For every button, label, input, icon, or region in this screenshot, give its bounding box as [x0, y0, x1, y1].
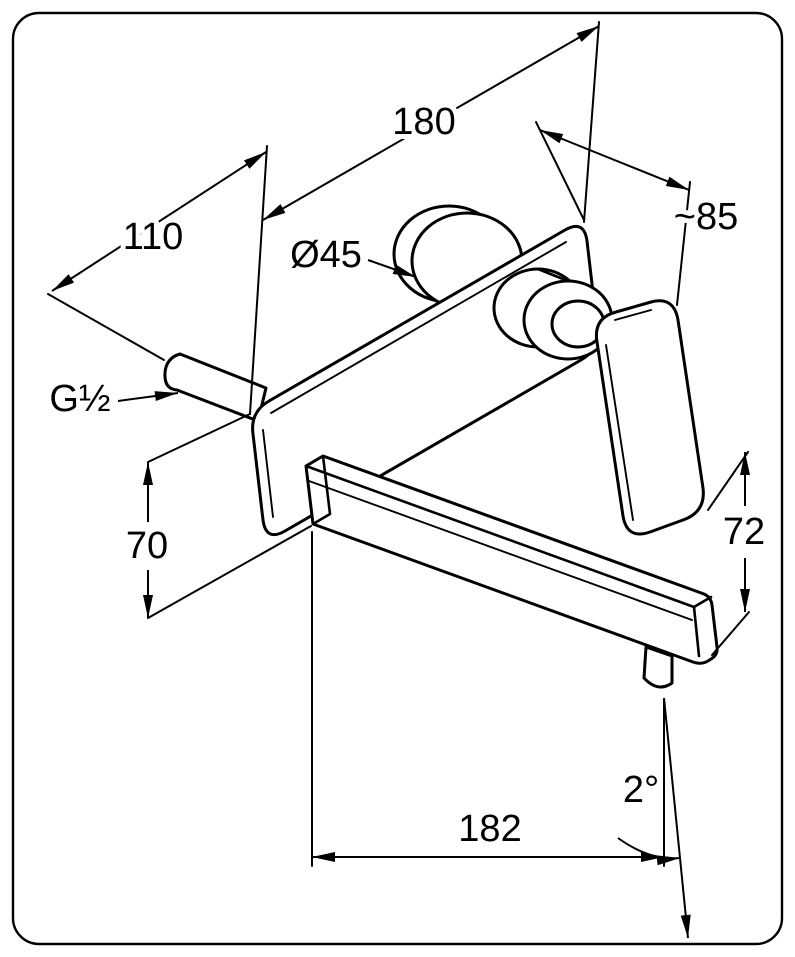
extension-line [249, 145, 268, 415]
dimension-angle-2deg: 2° [617, 697, 691, 939]
extension-line [147, 525, 312, 619]
extension-line [583, 21, 600, 223]
dimension-line-85 [539, 129, 690, 191]
dimension-182: 182 [311, 531, 665, 867]
faucet-illustration [163, 204, 719, 689]
angle-ray-line [663, 697, 691, 939]
dimension-label-d45: Ø45 [290, 234, 362, 276]
dimension-label-70: 70 [126, 525, 168, 567]
dimension-g12-thread: G½ [44, 373, 179, 425]
wall-plate-edge-lines [262, 241, 567, 518]
dimension-diameter-45: Ø45 [285, 229, 417, 281]
supply-pipe [163, 352, 268, 423]
extension-line [147, 413, 251, 463]
leader-line-d45 [367, 259, 417, 278]
spout-body [304, 454, 719, 665]
dimension-label-85: ~85 [674, 196, 738, 238]
extension-line [535, 121, 585, 221]
aerator [642, 645, 674, 689]
drawing-border [11, 11, 784, 946]
lever-handle-edge-lines [605, 309, 652, 521]
dimension-72: 72 [707, 451, 770, 656]
dimension-180: 180 [262, 21, 600, 223]
hub-tangent-top [536, 267, 570, 283]
extension-line [676, 181, 691, 306]
dimension-label-72: 72 [723, 511, 765, 553]
extension-line [711, 611, 750, 656]
extension-line [47, 293, 165, 361]
dimension-label-2deg: 2° [623, 769, 659, 811]
dimension-line-180 [262, 25, 600, 221]
spout-edges [304, 454, 713, 658]
lever-handle [594, 299, 705, 536]
dimension-label-g12: G½ [49, 378, 110, 420]
dimension-label-180: 180 [392, 101, 455, 143]
dimension-label-110: 110 [123, 216, 184, 258]
dimension-line-110 [51, 151, 267, 292]
angle-arc [617, 837, 681, 866]
leader-line-g12 [117, 391, 179, 402]
dimension-70: 70 [121, 413, 312, 619]
dimension-110: 110 [47, 145, 268, 415]
spout-chamfer-line [308, 480, 693, 621]
extension-line [707, 451, 749, 511]
dimension-label-182: 182 [458, 808, 521, 850]
dimension-85: ~85 [535, 121, 743, 306]
